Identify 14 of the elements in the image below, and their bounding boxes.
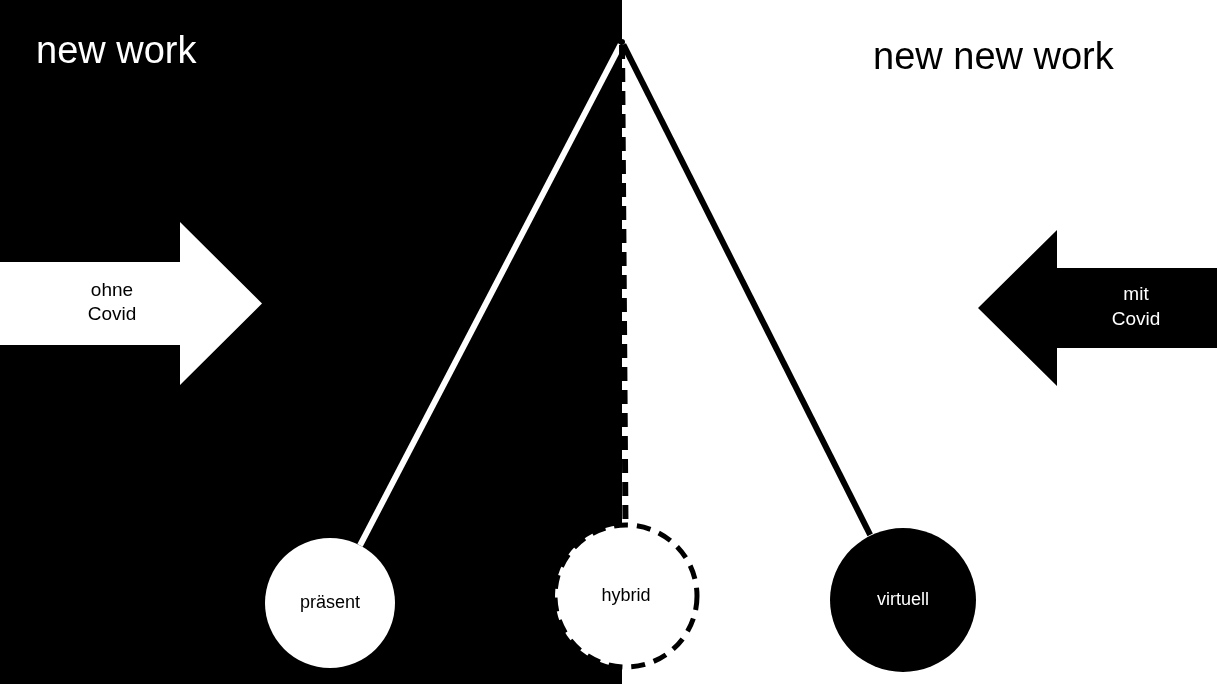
block-arrow [0, 222, 262, 385]
heading: new work [36, 30, 197, 72]
node-label: präsent [298, 591, 361, 614]
heading: new new work [873, 36, 1114, 78]
circle-node [265, 538, 395, 668]
node-label: ohne Covid [86, 277, 138, 327]
node-label: hybrid [600, 584, 652, 607]
pendulum-line [620, 43, 873, 537]
dashed-circle-node [552, 522, 700, 670]
circle-node [830, 528, 976, 672]
node-label: virtuell [876, 588, 930, 611]
pivot-point [619, 39, 625, 45]
node-label: mit Covid [1110, 282, 1162, 331]
block-arrow [978, 230, 1217, 386]
